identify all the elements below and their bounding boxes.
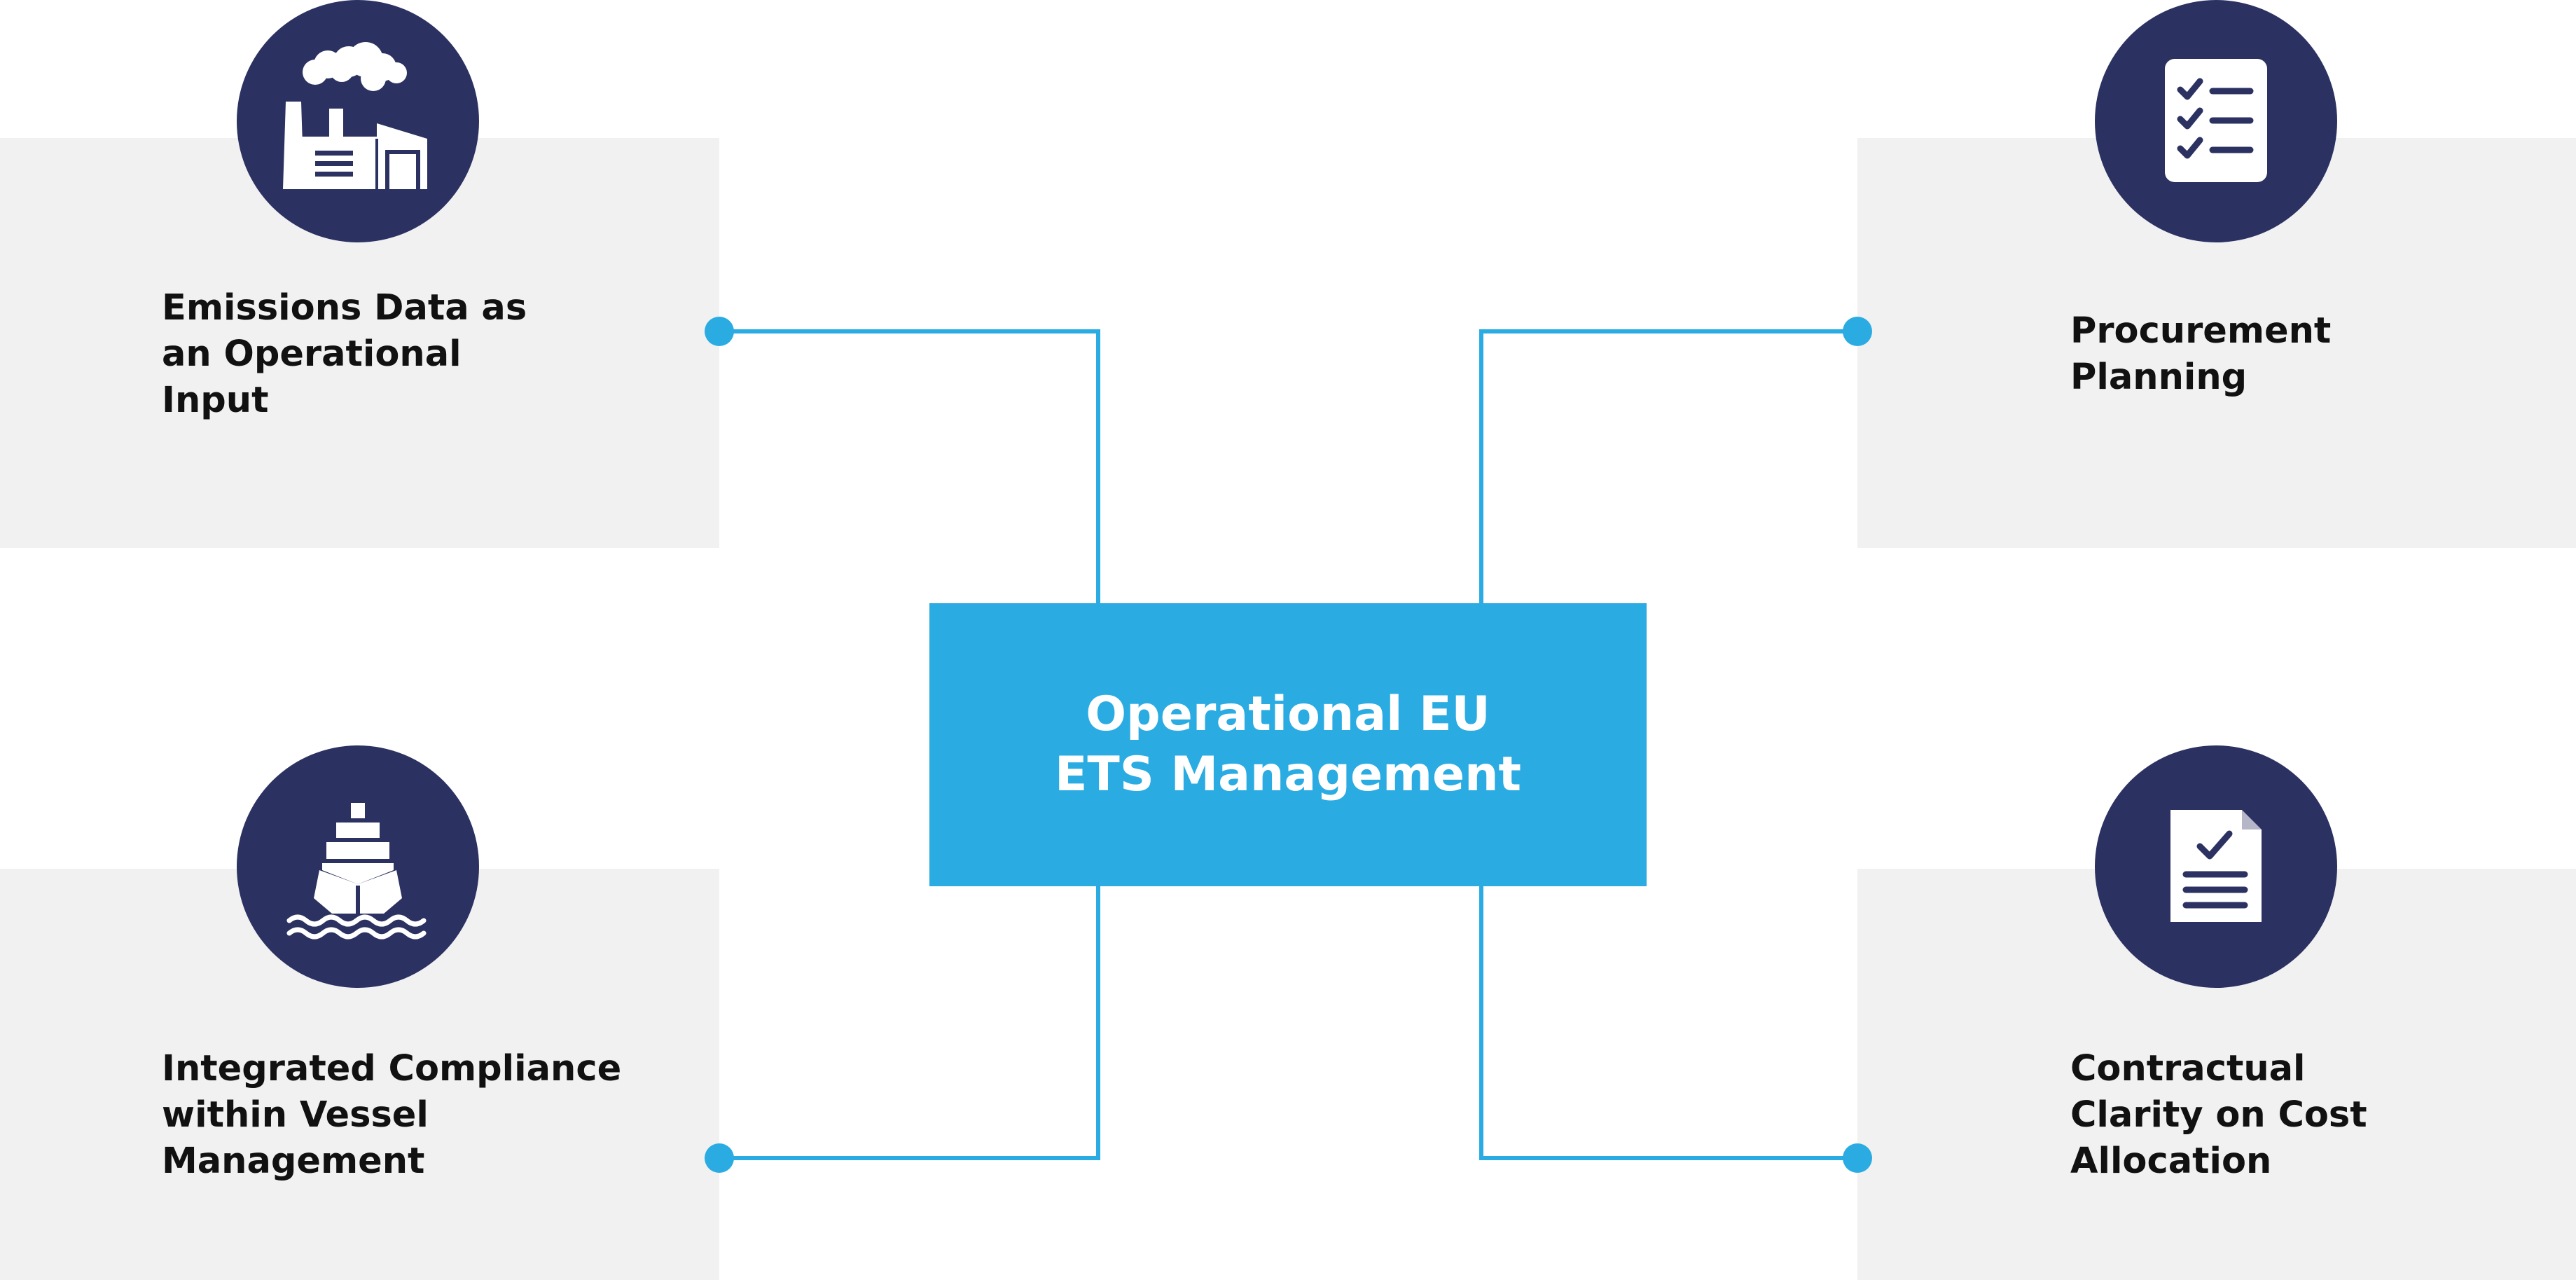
ship-icon (286, 803, 427, 940)
label-line: within Vessel (162, 1094, 429, 1136)
label-line: Integrated Compliance (162, 1048, 622, 1089)
contract-document-icon-circle (2095, 745, 2337, 988)
label-line: Planning (2070, 357, 2248, 398)
connector-dot-bottom-left (705, 1143, 734, 1173)
connector-bottom-left (719, 886, 1100, 1160)
label-line: Allocation (2070, 1141, 2272, 1182)
connector-dot-bottom-right (1843, 1143, 1872, 1173)
label-line: Emissions Data as (162, 287, 527, 329)
connector-top-left (719, 329, 1100, 603)
checklist-icon-circle (2095, 0, 2337, 242)
connector-dot-top-left (705, 317, 734, 346)
label-line: an Operational (162, 333, 462, 375)
label-line: Input (162, 380, 269, 421)
center-title-line-1: Operational EU (1086, 687, 1490, 742)
factory-icon-circle (237, 0, 479, 242)
center-box: Operational EU ETS Management (929, 603, 1647, 886)
connector-dot-top-right (1843, 317, 1872, 346)
connector-bottom-right (1479, 886, 1857, 1160)
label-procurement-planning: Procurement Planning (2070, 308, 2331, 401)
label-line: Clarity on Cost (2070, 1094, 2367, 1136)
label-line: Contractual (2070, 1048, 2306, 1089)
label-integrated-compliance: Integrated Compliance within Vessel Mana… (162, 1046, 621, 1185)
factory-icon (283, 42, 427, 189)
label-line: Management (162, 1141, 425, 1182)
checklist-icon (2165, 59, 2267, 182)
center-title-line-2: ETS Management (1054, 747, 1522, 802)
ship-icon-circle (237, 745, 479, 988)
contract-document-icon (2170, 810, 2262, 922)
label-line: Procurement (2070, 310, 2332, 352)
connector-top-right (1479, 329, 1857, 603)
label-contractual-clarity: Contractual Clarity on Cost Allocation (2070, 1046, 2367, 1185)
label-emissions-data: Emissions Data as an Operational Input (162, 285, 527, 424)
